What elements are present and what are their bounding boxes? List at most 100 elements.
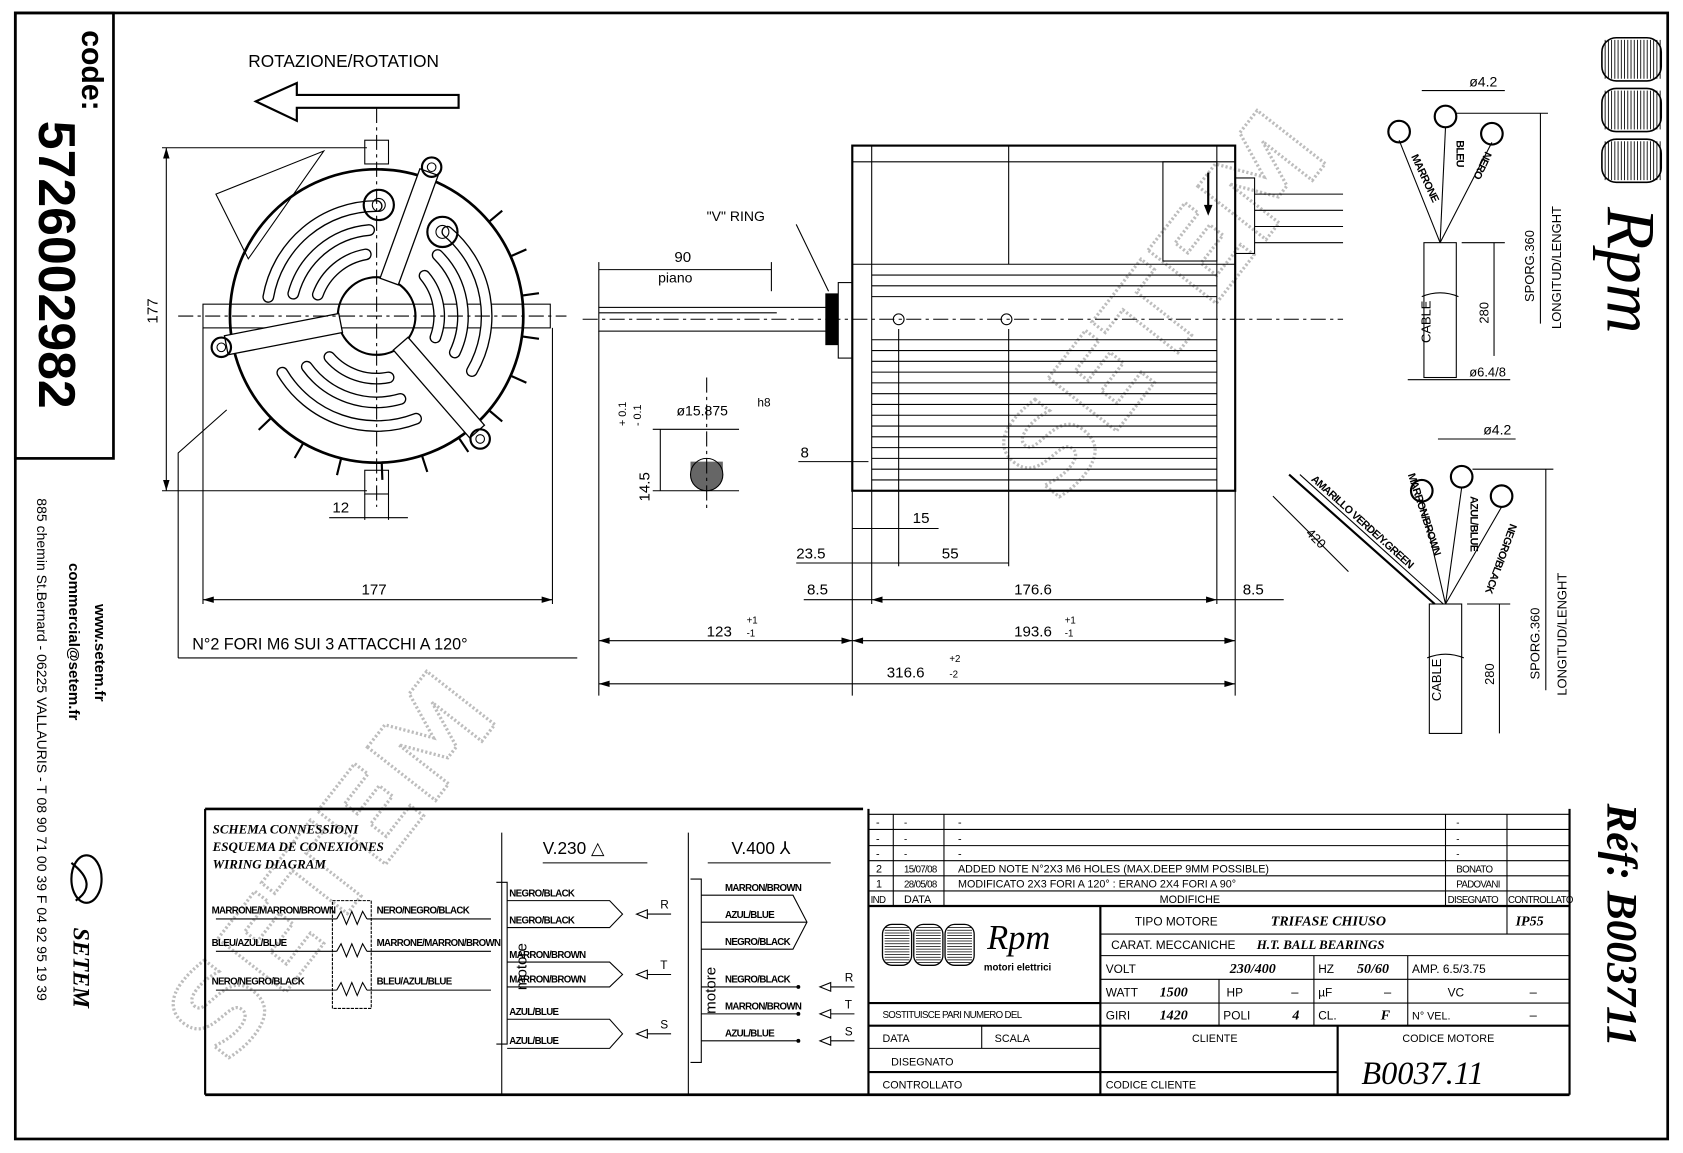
hp-value: –	[1291, 985, 1299, 1000]
reference-number: Réf: B003711	[1597, 803, 1644, 1047]
revision-change: -	[958, 817, 962, 829]
volt-label: VOLT	[1106, 962, 1136, 976]
side-view: "V" RING 90 piano ø15.875 h8 + 0.1 - 0.1…	[582, 144, 1344, 696]
v-ring-label: "V" RING	[707, 208, 765, 224]
dim-123: 123	[707, 623, 732, 640]
dim-8-5-left: 8.5	[807, 581, 828, 598]
height-dim: 177	[145, 298, 162, 323]
rpm-label: GIRI	[1106, 1008, 1130, 1022]
shaft-fit: h8	[757, 396, 771, 410]
wire-label: AZUL/BLUE	[725, 1029, 775, 1040]
header-ind: IND	[871, 895, 886, 906]
ground-wire-length: 420	[1303, 525, 1329, 551]
terminal-left-wire: MARRONE/MARRON/BROWN	[212, 906, 336, 917]
length-label: LONGITUD/LENGHT	[1549, 206, 1564, 329]
motor-code: B0037.11	[1361, 1055, 1483, 1091]
address: 885 chemin St.Bernard - 06225 VALLAURIS …	[34, 498, 50, 1001]
ip-rating: IP55	[1515, 914, 1544, 929]
wire-label: AZUL/BLUE	[725, 910, 775, 921]
client-label: CLIENTE	[1192, 1033, 1237, 1045]
date-label: DATA	[882, 1033, 910, 1045]
terminal-left-wire: NERO/NEGRO/BLACK	[212, 977, 305, 988]
ventilation-slots	[262, 200, 493, 432]
dim-8-5-right: 8.5	[1243, 581, 1264, 598]
revision-table: IND DATA MODIFICHE DISEGNATO CONTROLLATO…	[867, 808, 1574, 1095]
svg-text:SETEM: SETEM	[140, 648, 524, 1085]
hz-label: HZ	[1318, 962, 1334, 976]
dim-23-5: 23.5	[796, 546, 825, 563]
slot	[313, 249, 371, 300]
v230-title: V.230 △	[543, 838, 605, 858]
v400-title: V.400 ⅄	[731, 838, 790, 858]
header-drawn: DISEGNATO	[1448, 895, 1499, 906]
svg-text:motori elettrici: motori elettrici	[984, 963, 1051, 974]
shaft-section: ø15.875 h8 + 0.1 - 0.1 14.5	[617, 377, 771, 513]
terminal-right-wire: NERO/NEGRO/BLACK	[377, 906, 470, 917]
revision-drawn-by: BONATO	[1456, 865, 1493, 876]
header-changes: MODIFICHE	[1160, 894, 1220, 906]
motor-type: TRIFASE CHIUSO	[1271, 914, 1386, 929]
slot	[277, 368, 421, 431]
front-view: 177 177 12 N°2 FORI M6 SUI 3 ATTACCHI A …	[145, 107, 578, 659]
phase-label: S	[660, 1017, 668, 1031]
ground-wire-label: AMARILLO VERDE/Y.GREEN	[1309, 473, 1416, 571]
code-label: code:	[75, 30, 108, 111]
tol-193-minus: -1	[1065, 628, 1074, 639]
title-block: Rpm motori elettrici TIPO MOTORE TRIFASE…	[868, 906, 1570, 1095]
terminal-right-wire: BLEU/AZUL/BLUE	[377, 977, 453, 988]
vc-label: VC	[1448, 986, 1465, 1000]
class-value: F	[1380, 1008, 1391, 1023]
phase-arrow-icon	[635, 1028, 648, 1039]
revision-drawn-by: PADOVANI	[1456, 880, 1499, 891]
revision-drawn-by: -	[1456, 849, 1459, 860]
setem-logo: SETEM	[68, 854, 103, 1009]
phase-arrow-icon	[635, 908, 648, 920]
lug-hole-dim: ø4.2	[1469, 73, 1497, 89]
body-fins	[871, 274, 1217, 481]
poles-value: 4	[1291, 1008, 1299, 1023]
poles-label: POLI	[1223, 1008, 1250, 1022]
sporg-length: SPORG.360	[1522, 230, 1537, 302]
wire-label: MARRON/BROWN	[509, 950, 586, 961]
revision-change: ADDED NOTE N°2X3 M6 HOLES (MAX.DEEP 9MM …	[958, 864, 1269, 876]
wire-label: MARRONE	[1408, 153, 1441, 205]
tol-123-minus: -1	[747, 628, 756, 639]
wire-label: NEGRO/BLACK	[1482, 522, 1519, 596]
dim-8: 8	[801, 444, 809, 461]
wiring-title: WIRING DIAGRAM	[213, 856, 327, 871]
wire-label: NEGRO/BLACK	[509, 915, 575, 926]
wire-label: NEGRO/BLACK	[725, 975, 791, 986]
front-dimensions: 177 177 12 N°2 FORI M6 SUI 3 ATTACCHI A …	[145, 147, 578, 659]
slot	[324, 352, 394, 384]
terminal-right-wire: MARRONE/MARRON/BROWN	[377, 938, 501, 949]
client-code-label: CODICE CLIENTE	[1106, 1079, 1196, 1091]
phase-label: T	[660, 958, 667, 972]
uf-value: –	[1384, 985, 1392, 1000]
slot	[442, 227, 492, 376]
wire-label: MARRON/BROWN	[725, 883, 802, 894]
sheath-length: 280	[1482, 663, 1497, 685]
cable-gland	[1234, 177, 1256, 255]
revision-change: -	[958, 848, 962, 860]
cable-label: CABLE	[1429, 658, 1444, 701]
revision-index: -	[876, 817, 880, 829]
wire-label: MARRON/BROWN	[725, 1002, 802, 1013]
left-strip: code: 5726002982 www.setem.fr commercial…	[13, 11, 115, 1009]
terminal-box	[1162, 161, 1218, 262]
revision-index: 2	[876, 864, 882, 876]
cooling-fins	[257, 209, 540, 480]
mounting-holes-note: N°2 FORI M6 SUI 3 ATTACCHI A 120°	[192, 635, 467, 653]
sheath-length: 280	[1477, 302, 1492, 324]
side-dimensions: 8 15 23.5 55 8.5 176.6 8.5 123 +1 -1 193…	[598, 328, 1284, 696]
phase-label: S	[845, 1024, 853, 1038]
motor-label: motore	[514, 943, 531, 990]
rpm-logo: Rpm	[1592, 36, 1669, 334]
hz-value: 50/60	[1357, 962, 1389, 977]
flat-tol-plus: + 0.1	[617, 402, 629, 426]
svg-text:Rpm: Rpm	[986, 919, 1050, 957]
revision-index: -	[876, 833, 880, 845]
shaft-diameter: ø15.875	[676, 402, 728, 418]
wire-pair	[507, 900, 624, 929]
spoke	[223, 312, 344, 356]
